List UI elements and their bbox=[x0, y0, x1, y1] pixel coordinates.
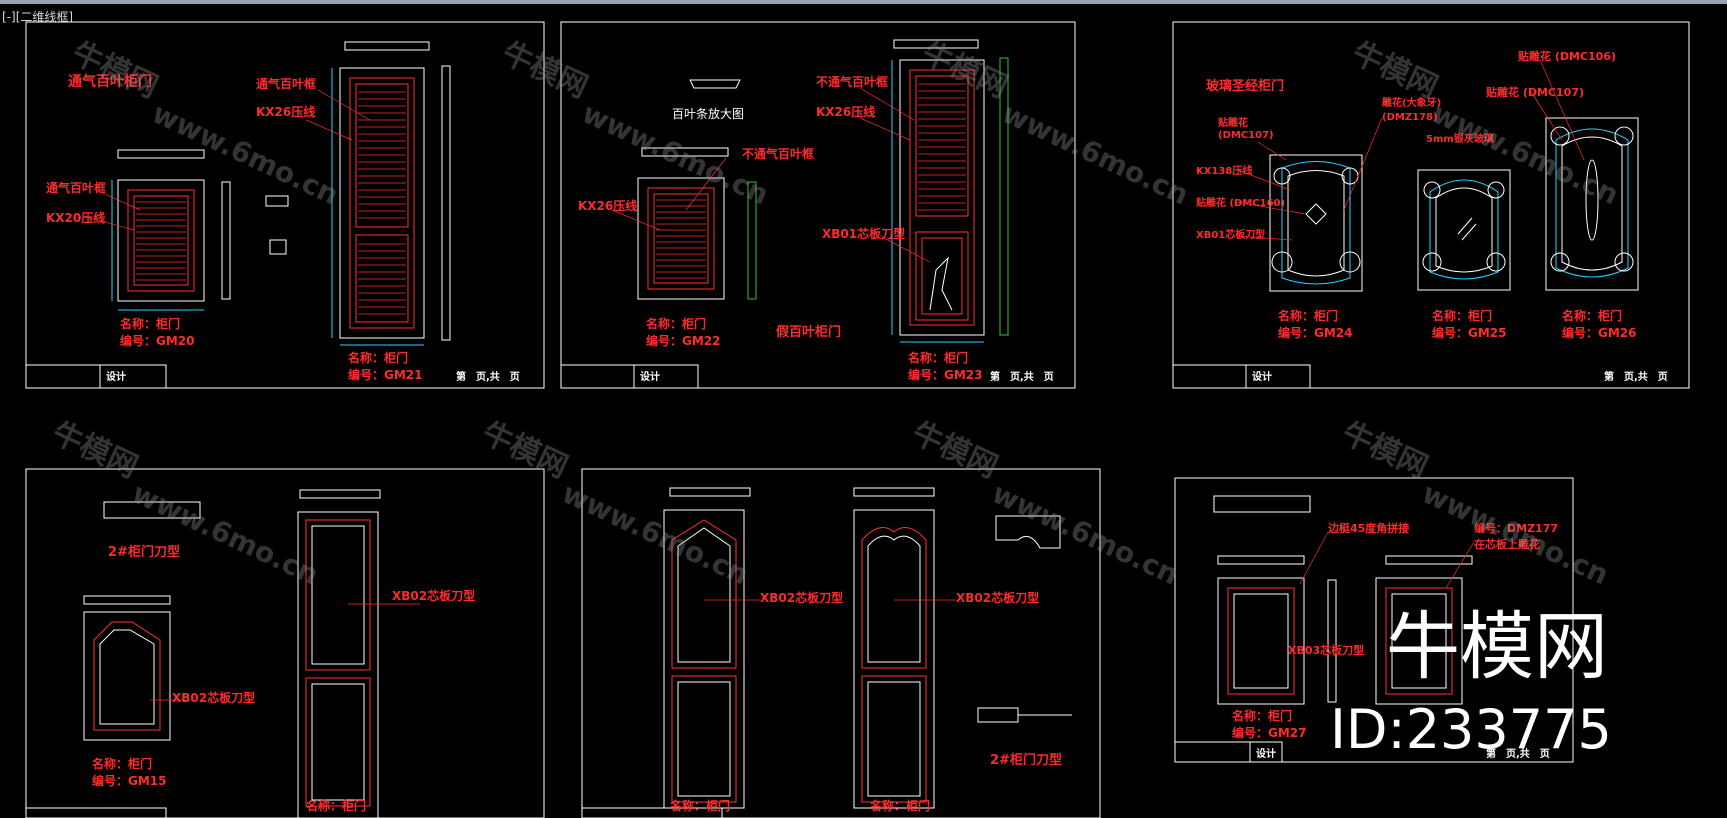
tb6-design: 设计 bbox=[1256, 747, 1276, 760]
tb3-design: 设计 bbox=[1252, 370, 1272, 383]
sheet-6 bbox=[1174, 477, 1574, 763]
label-s5-name-a: 名称：柜门 bbox=[670, 798, 730, 813]
wm-brand-8: 牛模网 bbox=[1337, 416, 1433, 486]
label-s2-non-vent-frame-tall: 不通气百叶框 bbox=[816, 74, 888, 89]
label-s4-xb02-tall: XB02芯板刀型 bbox=[392, 588, 475, 603]
sheet-1 bbox=[25, 21, 545, 389]
label-s2-name-gm23: 名称：柜门 bbox=[908, 350, 968, 365]
label-s1-code-gm20: 编号：GM20 bbox=[119, 333, 195, 348]
label-s2-xb01: XB01芯板刀型 bbox=[822, 226, 905, 241]
wm-url-3: www.6mo.cn bbox=[997, 96, 1194, 211]
label-s4-profile: 2#柜门刀型 bbox=[108, 544, 180, 560]
wm-brand-3: 牛模网 bbox=[917, 36, 1013, 106]
label-s3-title: 玻璃圣经柜门 bbox=[1206, 78, 1284, 94]
wm-id: ID:233775 bbox=[1330, 698, 1612, 761]
wm-url-4: www.6mo.cn bbox=[1427, 96, 1624, 211]
wm-url-7: www.6mo.cn bbox=[987, 476, 1184, 591]
label-s3-carve-dmc106: 贴雕花 (DMC106) bbox=[1517, 49, 1616, 63]
label-s2-fake-louver: 假百叶柜门 bbox=[776, 324, 841, 340]
label-s3-glass: 5mm银灰玻璃 bbox=[1426, 132, 1494, 145]
wm-brand-1: 牛模网 bbox=[67, 36, 163, 106]
sheet-5 bbox=[581, 468, 1101, 818]
wm-brand-large: 牛模网 bbox=[1386, 604, 1608, 690]
label-s3-carve-dmc160: 贴雕花 (DMC160) bbox=[1195, 196, 1285, 209]
label-s6-on-panel: 在芯板上雕花 bbox=[1474, 537, 1540, 551]
sheet-3 bbox=[1172, 21, 1690, 389]
label-s4-code-gm15: 编号：GM15 bbox=[91, 773, 167, 788]
label-s2-kx26-tall: KX26压线 bbox=[816, 104, 875, 119]
label-s5-name-b: 名称：柜门 bbox=[870, 798, 930, 813]
tb1-design: 设计 bbox=[106, 370, 126, 383]
tb3-page: 第 页,共 页 bbox=[1604, 370, 1668, 383]
wm-brand-6: 牛模网 bbox=[477, 416, 573, 486]
label-s3-kx138: KX138压线 bbox=[1196, 164, 1252, 177]
label-s4-name-gm15: 名称：柜门 bbox=[92, 756, 152, 771]
sheet-4 bbox=[25, 468, 545, 818]
label-s1-title: 通气百叶柜门 bbox=[68, 73, 152, 90]
label-s1-kx26: KX26压线 bbox=[256, 104, 315, 119]
label-s1-kx20: KX20压线 bbox=[46, 210, 105, 225]
watermarks: 牛模网 www.6mo.cn 牛模网 www.6mo.cn 牛模网 www.6m… bbox=[47, 36, 1624, 761]
top-border bbox=[0, 0, 1727, 4]
label-s5-profile: 2#柜门刀型 bbox=[990, 752, 1062, 768]
label-s2-louver-zoom: 百叶条放大图 bbox=[672, 106, 744, 121]
label-s3-name-gm24: 名称：柜门 bbox=[1278, 308, 1338, 323]
wm-url-6: www.6mo.cn bbox=[557, 476, 754, 591]
label-s1-name-gm21: 名称：柜门 bbox=[348, 350, 408, 365]
label-s3-carve-dmc107b: 贴雕花 (DMC107) bbox=[1485, 85, 1584, 99]
label-s2-non-vent-frame: 不通气百叶框 bbox=[742, 146, 814, 161]
label-s3-carve-dmc107: 贴雕花 bbox=[1217, 116, 1248, 129]
tb2-design: 设计 bbox=[640, 370, 660, 383]
label-s4-name-gm16: 名称：柜门 bbox=[306, 798, 366, 813]
label-s5-xb02-right: XB02芯板刀型 bbox=[956, 590, 1039, 605]
label-s1-louver-frame: 通气百叶框 bbox=[46, 180, 106, 195]
label-s6-code-dmz: 编号：DMZ177 bbox=[1474, 521, 1558, 535]
label-s4-xb02: XB02芯板刀型 bbox=[172, 690, 255, 705]
label-s2-code-gm23: 编号：GM23 bbox=[907, 367, 983, 382]
label-s2-kx26: KX26压线 bbox=[578, 198, 637, 213]
wm-url-8: www.6mo.cn bbox=[1417, 476, 1614, 591]
wm-brand-4: 牛模网 bbox=[1347, 36, 1443, 106]
wm-brand-5: 牛模网 bbox=[47, 416, 143, 486]
label-s3-name-gm25: 名称：柜门 bbox=[1432, 308, 1492, 323]
title-blocks: 设计 第 页,共 页 设计 第 页,共 页 设计 第 页,共 页 设计 第 页,… bbox=[106, 370, 1668, 760]
viewport-label[interactable]: [-][二维线框] bbox=[2, 10, 74, 24]
label-s1-louver-frame-tall: 通气百叶框 bbox=[256, 76, 316, 91]
label-s3-name-gm26: 名称：柜门 bbox=[1562, 308, 1622, 323]
label-s1-name-gm20: 名称：柜门 bbox=[120, 316, 180, 331]
label-s6-code-gm27: 编号：GM27 bbox=[1231, 725, 1307, 740]
tb2-page: 第 页,共 页 bbox=[990, 370, 1054, 383]
tb6-page: 第 页,共 页 bbox=[1486, 747, 1550, 760]
sheet-2 bbox=[560, 21, 1076, 389]
wm-brand-7: 牛模网 bbox=[907, 416, 1003, 486]
label-s3-carve-dmc107-code: (DMC107) bbox=[1218, 130, 1274, 141]
wm-brand-2: 牛模网 bbox=[497, 36, 593, 106]
label-s3-code-gm25: 编号：GM25 bbox=[1431, 325, 1507, 340]
label-s1-code-gm21: 编号：GM21 bbox=[347, 367, 423, 382]
label-s6-miter: 边梃45度角拼接 bbox=[1327, 521, 1409, 535]
label-s6-name-gm27: 名称：柜门 bbox=[1232, 708, 1292, 723]
wm-url-5: www.6mo.cn bbox=[127, 476, 324, 591]
label-s6-xb03: XB03芯板刀型 bbox=[1288, 643, 1364, 657]
tb1-page: 第 页,共 页 bbox=[456, 370, 520, 383]
label-s3-carve-dmz178: 雕花(大象牙) bbox=[1382, 96, 1441, 109]
label-s5-xb02-left: XB02芯板刀型 bbox=[760, 590, 843, 605]
label-s3-code-gm26: 编号：GM26 bbox=[1561, 325, 1637, 340]
label-s3-xb01: XB01芯板刀型 bbox=[1196, 228, 1265, 241]
label-s3-carve-dmz178-code: (DMZ178) bbox=[1382, 112, 1438, 123]
annotation-labels: 通气百叶柜门 通气百叶框 KX20压线 通气百叶框 KX26压线 名称：柜门 编… bbox=[46, 49, 1637, 813]
label-s2-name-gm22: 名称：柜门 bbox=[646, 316, 706, 331]
label-s2-code-gm22: 编号：GM22 bbox=[645, 333, 721, 348]
label-s3-code-gm24: 编号：GM24 bbox=[1277, 325, 1353, 340]
